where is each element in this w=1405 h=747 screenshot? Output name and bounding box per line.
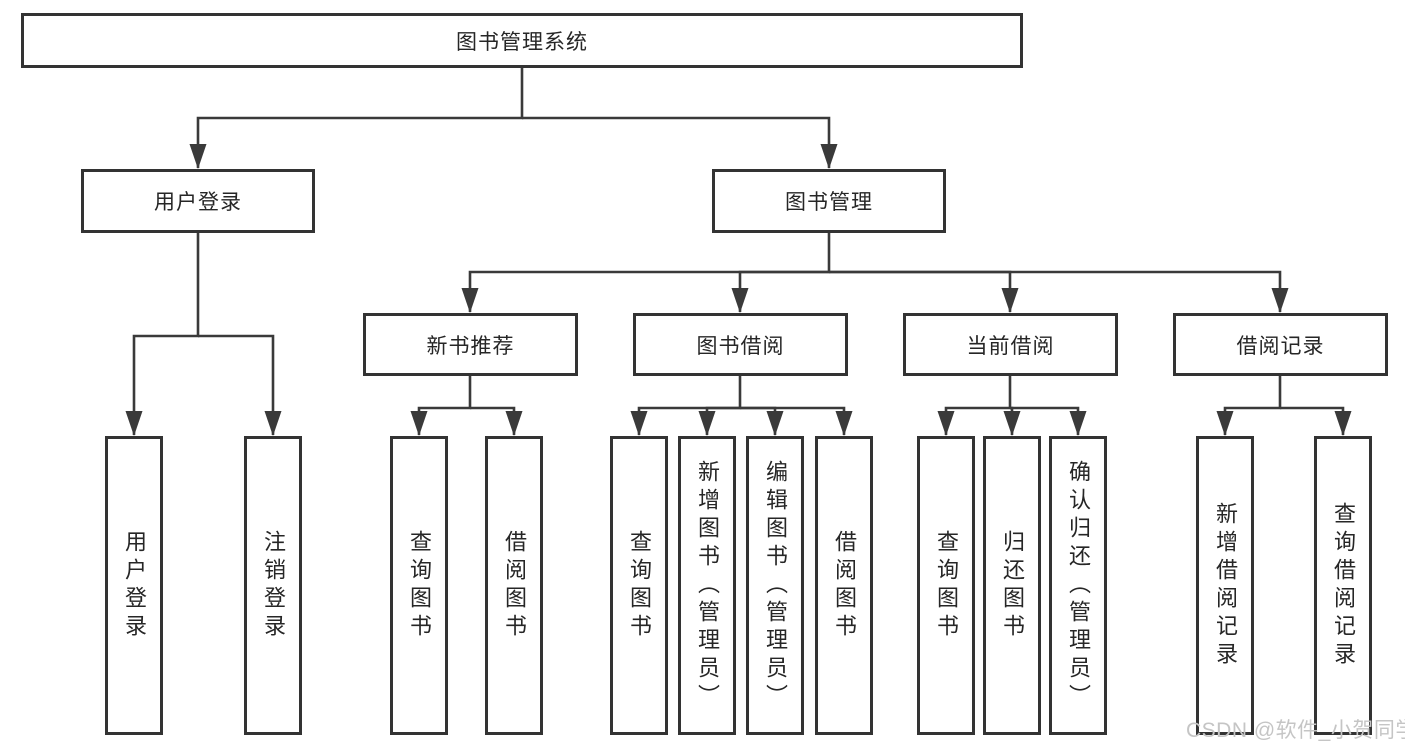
- node-root-label: 图书管理系统: [456, 30, 588, 54]
- leaf-borrow-books-recommend: 借阅图书: [485, 436, 543, 735]
- leaf-user-login: 用户登录: [105, 436, 163, 735]
- connector-mgmt-to-records: [829, 270, 1289, 313]
- connector-records-to-query: [1280, 406, 1352, 436]
- connector-login-to-user-login: [125, 233, 200, 436]
- leaf-borrow-books-recommend-label: 借阅图书: [502, 529, 527, 642]
- node-borrow-records-label: 借阅记录: [1236, 334, 1325, 358]
- connector-mgmt-to-current: [829, 270, 1019, 313]
- leaf-confirm-return-admin-label: 确认归还（管理员）: [1066, 459, 1091, 712]
- node-user-login-label: 用户登录: [154, 191, 242, 214]
- leaf-query-books-borrow-label: 查询图书: [627, 529, 652, 642]
- connector-recommend-to-query: [410, 376, 472, 436]
- node-book-borrow-label: 图书借阅: [696, 334, 785, 358]
- connector-records-to-add: [1216, 376, 1282, 436]
- connector-recommend-to-borrow: [470, 406, 523, 436]
- leaf-add-book-admin-label: 新增图书（管理员）: [695, 459, 720, 712]
- connector-mgmt-to-recommend: [461, 233, 831, 313]
- leaf-logout: 注销登录: [244, 436, 302, 735]
- leaf-add-book-admin: 新增图书（管理员）: [678, 436, 736, 735]
- connector-group: [125, 68, 1352, 436]
- leaf-edit-book-admin-label: 编辑图书（管理员）: [763, 459, 788, 712]
- leaf-query-books-recommend: 查询图书: [390, 436, 448, 735]
- leaf-return-book: 归还图书: [983, 436, 1041, 735]
- connector-current-to-return: [1003, 406, 1021, 436]
- connector-root-to-book-management: [522, 116, 838, 169]
- node-book-management: 图书管理: [712, 169, 946, 233]
- connector-current-to-confirm: [1010, 406, 1087, 436]
- connector-mgmt-to-borrow: [731, 270, 829, 313]
- leaf-confirm-return-admin: 确认归还（管理员）: [1049, 436, 1107, 735]
- leaf-add-borrow-record: 新增借阅记录: [1196, 436, 1254, 735]
- leaf-borrow-books-borrow: 借阅图书: [815, 436, 873, 735]
- connector-current-to-query: [937, 376, 1012, 436]
- node-book-management-label: 图书管理: [785, 191, 873, 214]
- node-user-login-branch: 用户登录: [81, 169, 315, 233]
- node-root-system: 图书管理系统: [21, 13, 1023, 68]
- leaf-logout-label: 注销登录: [261, 529, 286, 642]
- leaf-query-books-current: 查询图书: [917, 436, 975, 735]
- leaf-query-borrow-record: 查询借阅记录: [1314, 436, 1372, 735]
- csdn-watermark: CSDN @软件_小贺同学: [1186, 719, 1405, 742]
- leaf-query-books-current-label: 查询图书: [934, 529, 959, 642]
- node-borrow-records: 借阅记录: [1173, 313, 1388, 376]
- connector-root-to-user-login: [189, 68, 524, 169]
- leaf-return-book-label: 归还图书: [1000, 529, 1025, 642]
- connector-borrow-to-query: [630, 376, 742, 436]
- connector-borrow-to-add: [698, 406, 740, 436]
- connector-borrow-to-borrow: [740, 406, 853, 436]
- node-current-borrow-label: 当前借阅: [966, 334, 1055, 358]
- node-new-book-recommend-label: 新书推荐: [426, 334, 515, 358]
- leaf-add-borrow-record-label: 新增借阅记录: [1213, 501, 1238, 670]
- leaf-user-login-label: 用户登录: [122, 529, 147, 642]
- node-current-borrow: 当前借阅: [903, 313, 1118, 376]
- connector-login-to-logout: [198, 334, 282, 436]
- leaf-borrow-books-borrow-label: 借阅图书: [832, 529, 857, 642]
- connector-borrow-to-edit: [740, 406, 784, 436]
- leaf-query-borrow-record-label: 查询借阅记录: [1331, 501, 1356, 670]
- leaf-query-books-borrow: 查询图书: [610, 436, 668, 735]
- node-new-book-recommend: 新书推荐: [363, 313, 578, 376]
- leaf-edit-book-admin: 编辑图书（管理员）: [746, 436, 804, 735]
- leaf-query-books-recommend-label: 查询图书: [407, 529, 432, 642]
- node-book-borrow: 图书借阅: [633, 313, 848, 376]
